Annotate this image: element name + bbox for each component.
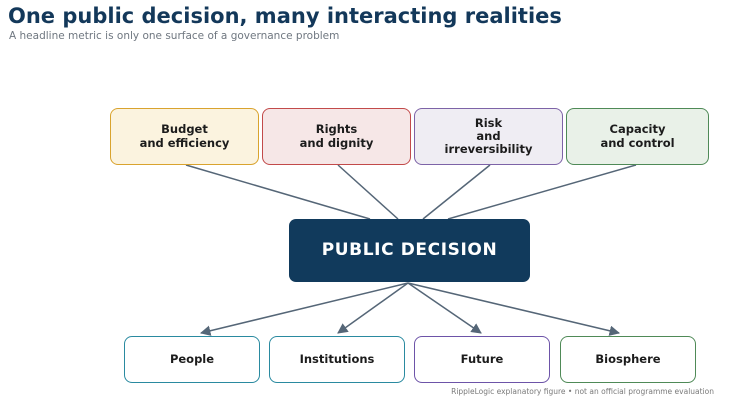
output-institutions-label: Institutions xyxy=(299,351,375,366)
connector-capacity xyxy=(447,164,637,220)
footnote: RippleLogic explanatory figure • not an … xyxy=(451,387,714,396)
input-risk-label: Risk and irreversibility xyxy=(444,115,533,157)
figure-subtitle: A headline metric is only one surface of… xyxy=(9,30,340,42)
arrow-future xyxy=(407,282,482,334)
input-budget-box: Budget and efficiency xyxy=(110,108,259,165)
output-people-label: People xyxy=(169,351,215,366)
public-decision-node: PUBLIC DECISION xyxy=(289,219,530,282)
output-biosphere-label: Biosphere xyxy=(595,351,661,366)
input-capacity-box: Capacity and control xyxy=(566,108,709,165)
arrow-people xyxy=(199,282,409,336)
output-biosphere-box: Biosphere xyxy=(560,336,696,383)
output-future-label: Future xyxy=(460,351,504,366)
connector-risk xyxy=(422,164,491,220)
output-future-box: Future xyxy=(414,336,550,383)
connector-rights xyxy=(337,164,399,220)
arrow-institutions xyxy=(337,282,409,334)
output-people-box: People xyxy=(124,336,260,383)
output-institutions-box: Institutions xyxy=(269,336,405,383)
connector-budget xyxy=(185,164,371,220)
input-budget-label: Budget and efficiency xyxy=(139,122,230,150)
input-rights-label: Rights and dignity xyxy=(299,122,374,150)
arrow-biosphere xyxy=(407,282,621,336)
public-decision-label: PUBLIC DECISION xyxy=(321,239,498,260)
figure-title: One public decision, many interacting re… xyxy=(8,4,562,28)
input-rights-box: Rights and dignity xyxy=(262,108,411,165)
input-risk-box: Risk and irreversibility xyxy=(414,108,563,165)
input-capacity-label: Capacity and control xyxy=(600,122,675,150)
